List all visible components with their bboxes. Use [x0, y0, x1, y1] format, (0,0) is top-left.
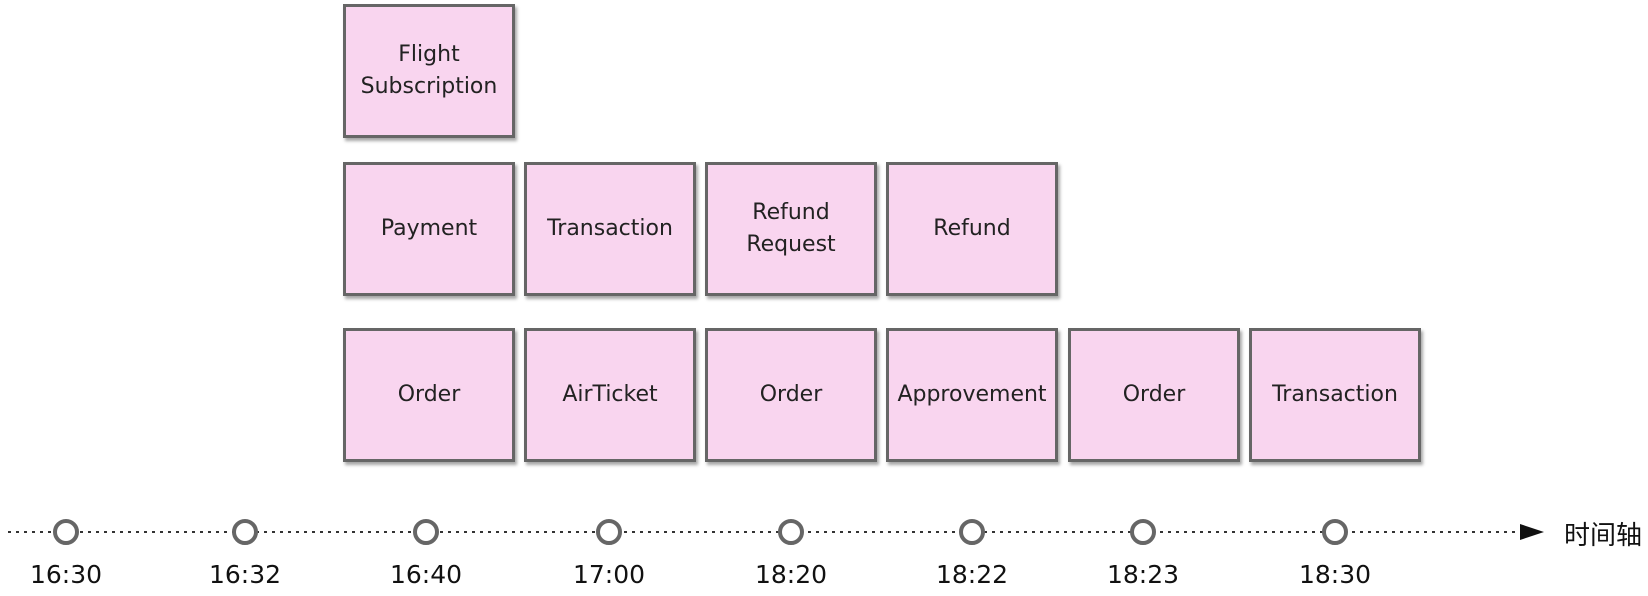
- event-note: Transaction: [524, 162, 696, 296]
- time-marker: [959, 519, 985, 545]
- time-marker: [596, 519, 622, 545]
- event-note: Order: [705, 328, 877, 462]
- event-note: Transaction: [1249, 328, 1421, 462]
- time-marker: [1130, 519, 1156, 545]
- time-label: 18:23: [1106, 560, 1180, 589]
- event-note: Payment: [343, 162, 515, 296]
- time-marker: [53, 519, 79, 545]
- axis-label: 时间轴: [1564, 521, 1643, 551]
- event-note: Flight Subscription: [343, 4, 515, 138]
- event-note: Refund Request: [705, 162, 877, 296]
- time-marker: [413, 519, 439, 545]
- time-label: 16:30: [29, 560, 103, 589]
- event-note: AirTicket: [524, 328, 696, 462]
- time-label: 18:22: [935, 560, 1009, 589]
- time-marker: [778, 519, 804, 545]
- time-label: 18:20: [754, 560, 828, 589]
- time-marker: [232, 519, 258, 545]
- time-label: 17:00: [572, 560, 646, 589]
- event-note: Order: [1068, 328, 1240, 462]
- axis-arrow-icon: [1520, 524, 1544, 540]
- time-marker: [1322, 519, 1348, 545]
- time-label: 16:40: [389, 560, 463, 589]
- time-label: 16:32: [208, 560, 282, 589]
- event-note: Approvement: [886, 328, 1058, 462]
- event-note: Refund: [886, 162, 1058, 296]
- event-note: Order: [343, 328, 515, 462]
- time-label: 18:30: [1298, 560, 1372, 589]
